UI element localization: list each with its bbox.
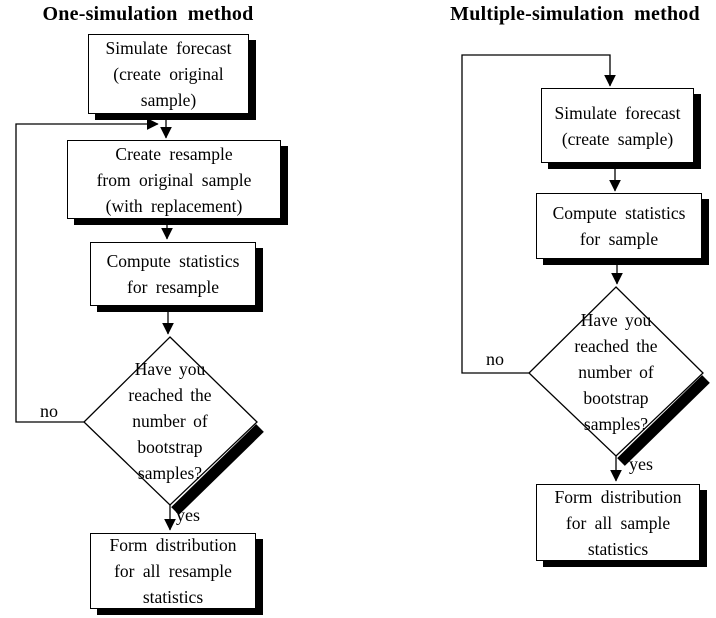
connector-left-no-feedback-loop (15, 118, 159, 423)
right-decision-text: Have you reached the number of bootstrap… (574, 310, 658, 434)
left-chart-title: One-simulation method (42, 3, 254, 25)
left-decision-diamond (83, 336, 258, 506)
connector-right-no-feedback-loop (461, 54, 616, 374)
right-decision-diamond-shadow (617, 375, 710, 466)
right-no-label: no (486, 349, 504, 369)
left-box-simulate-forecast: Simulate forecast (create original sampl… (88, 34, 249, 114)
right-decision-diamond (528, 286, 704, 457)
right-box-form-distribution: Form distribution for all sample statist… (536, 484, 700, 561)
left-box-compute-statistics: Compute statistics for resample (90, 242, 256, 306)
left-yes-label: yes (176, 505, 200, 525)
left-box-form-distribution: Form distribution for all resample stati… (90, 533, 256, 609)
left-box-create-resample: Create resample from original sample (wi… (67, 140, 281, 219)
right-yes-label: yes (629, 454, 653, 474)
left-decision-diamond-shadow (171, 424, 264, 515)
left-decision-text: Have you reached the number of bootstrap… (128, 359, 212, 483)
left-no-label: no (40, 401, 58, 421)
right-box-compute-statistics: Compute statistics for sample (536, 193, 702, 259)
right-chart-title: Multiple-simulation method (450, 3, 700, 25)
right-box-simulate-forecast: Simulate forecast (create sample) (541, 88, 694, 163)
